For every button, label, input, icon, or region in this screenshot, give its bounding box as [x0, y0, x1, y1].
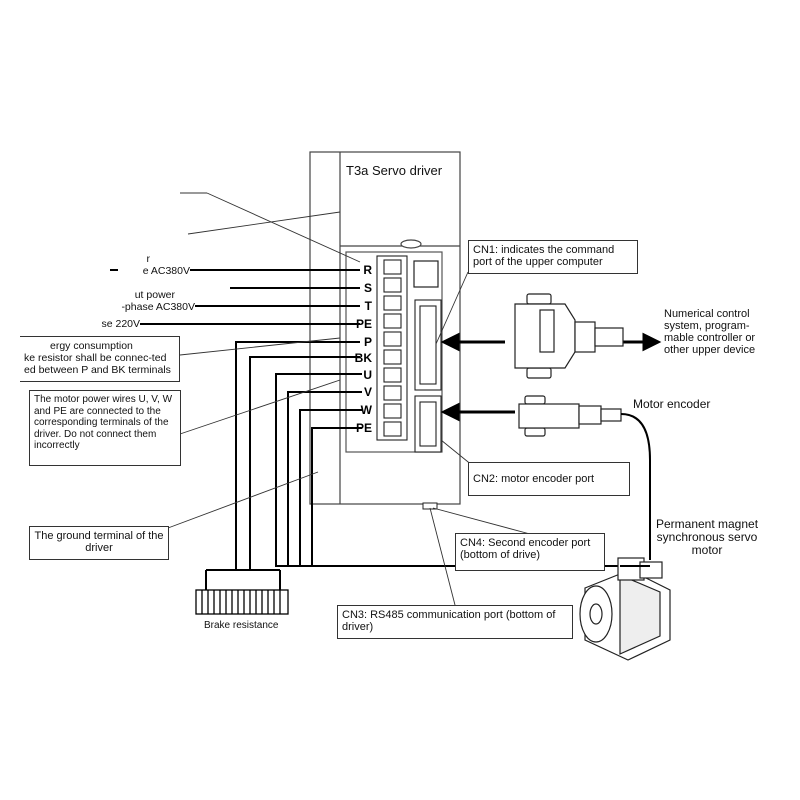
- terminal-block: [376, 255, 408, 441]
- power-fragment-1: r: [146, 253, 151, 265]
- power-fragment-4: -phase AC380V: [100, 301, 195, 313]
- terminal-pe: PE: [355, 317, 372, 331]
- encoder-cable: [620, 413, 651, 560]
- brake-wires: [235, 341, 360, 570]
- brake-resistance: [195, 569, 289, 615]
- power-fragment-3: ut power: [134, 289, 175, 301]
- servo-motor-label: Permanent magnet synchronous servo motor: [655, 517, 759, 557]
- motor-encoder-label: Motor encoder: [633, 397, 711, 411]
- cn4-callout: CN4: Second encoder port (bottom of driv…: [455, 533, 605, 571]
- servo-motor: [579, 557, 671, 661]
- terminal-t: T: [364, 299, 372, 313]
- terminal-u: U: [363, 368, 372, 382]
- terminal-w: W: [360, 403, 372, 417]
- motor-wire-note: The motor power wires U, V, W and PE are…: [29, 390, 181, 466]
- cn1-port: [414, 299, 442, 391]
- leader-lines: [167, 192, 531, 606]
- brake-note-box: ergy consumption ke resistor shall be co…: [20, 336, 180, 382]
- upper-device-label: Numerical control system, program-mable …: [664, 308, 756, 356]
- cn2-callout: CN2: motor encoder port: [468, 462, 630, 496]
- brake-note-line-1: ergy consumption: [50, 340, 133, 352]
- driver-title: T3a Servo driver: [346, 163, 443, 178]
- terminal-pe-2: PE: [355, 421, 372, 435]
- terminal-r: R: [363, 263, 372, 277]
- encoder-connector: [518, 395, 622, 437]
- db-connector: [514, 293, 624, 379]
- brake-note-line-2: ke resistor shall be connec-ted: [24, 352, 167, 364]
- motor-power-wires: [275, 373, 620, 567]
- terminal-v: V: [363, 385, 372, 399]
- brake-note-line-3: ed between P and BK terminals: [24, 364, 171, 376]
- cn1-callout: CN1: indicates the command port of the u…: [468, 240, 638, 274]
- power-fragment-5: se 220V: [76, 318, 140, 330]
- cn2-port: [414, 395, 442, 453]
- display-window: [413, 260, 439, 288]
- terminal-bk: BK: [354, 351, 372, 365]
- cn3-callout: CN3: RS485 communication port (bottom of…: [337, 605, 573, 639]
- terminal-s: S: [363, 281, 372, 295]
- power-fragment-2: e AC380V: [118, 265, 190, 277]
- terminal-p: P: [363, 335, 372, 349]
- command-arrows: [440, 332, 662, 422]
- brake-resistance-label: Brake resistance: [204, 620, 279, 631]
- ground-terminal-note: The ground terminal of the driver: [29, 526, 169, 560]
